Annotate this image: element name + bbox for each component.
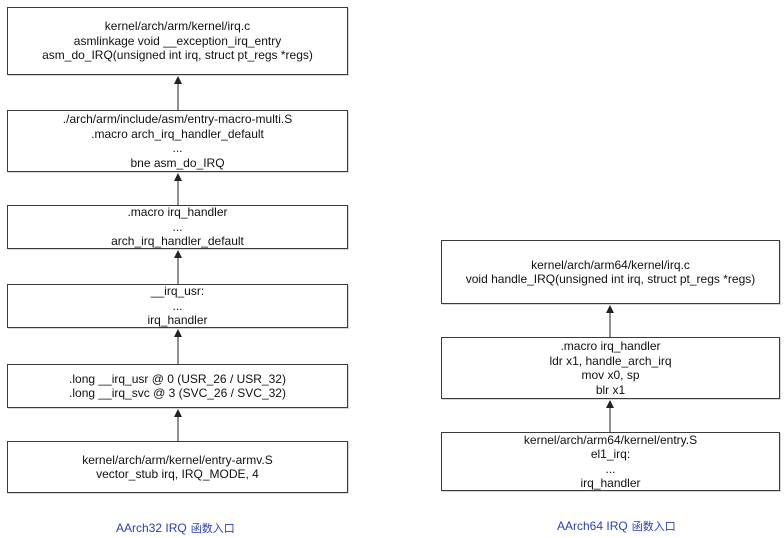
- caption-label: AArch64 IRQ: [557, 519, 628, 533]
- caption-label: AArch32 IRQ: [116, 521, 187, 535]
- box-line: kernel/arch/arm64/kernel/irq.c: [531, 257, 690, 272]
- box-line: .macro irq_handler: [127, 205, 228, 220]
- aarch32-box-irq-usr: __irq_usr: ... irq_handler: [7, 284, 348, 328]
- box-line: void handle_IRQ(unsigned int irq, struct…: [465, 272, 756, 286]
- aarch64-box-entry-s: kernel/arch/arm64/kernel/entry.S el1_irq…: [441, 432, 780, 491]
- box-line: .macro arch_irq_handler_default: [91, 126, 264, 141]
- box-line: irq_handler: [580, 476, 641, 490]
- aarch64-box-irq-c: kernel/arch/arm64/kernel/irq.c void hand…: [441, 240, 780, 304]
- caption-cjk: 函数入口: [631, 520, 676, 533]
- box-line: ...: [605, 461, 616, 476]
- box-line: ...: [172, 219, 183, 234]
- box-line: .macro irq_handler: [560, 339, 661, 353]
- box-line: irq_handler: [147, 313, 208, 328]
- box-line: el1_irq:: [590, 447, 631, 461]
- box-line: kernel/arch/arm64/kernel/entry.S: [523, 432, 698, 447]
- box-line: kernel/arch/arm/kernel/entry-armv.S: [82, 452, 273, 467]
- box-line: ...: [172, 298, 183, 313]
- aarch32-box-irq-c: kernel/arch/arm/kernel/irq.c asmlinkage …: [7, 7, 348, 75]
- aarch32-box-entry-macro-multi: ./arch/arm/include/asm/entry-macro-multi…: [7, 110, 348, 172]
- box-line: asmlinkage void __exception_irq_entry: [73, 33, 282, 48]
- box-line: vector_stub irq, IRQ_MODE, 4: [96, 467, 259, 481]
- caption-cjk: 函数入口: [190, 522, 235, 535]
- box-line: __irq_usr:: [150, 284, 205, 299]
- box-line: asm_do_IRQ(unsigned int irq, struct pt_r…: [42, 48, 313, 63]
- aarch64-box-irq-handler-macro: .macro irq_handler ldr x1, handle_arch_i…: [441, 337, 780, 399]
- box-line: mov x0, sp: [581, 368, 640, 382]
- box-line: ./arch/arm/include/asm/entry-macro-multi…: [62, 112, 293, 126]
- box-line: kernel/arch/arm/kernel/irq.c: [104, 19, 251, 34]
- box-line: .long __irq_svc @ 3 (SVC_26 / SVC_32): [69, 386, 286, 400]
- box-line: ...: [172, 141, 183, 155]
- aarch32-box-entry-armv: kernel/arch/arm/kernel/entry-armv.S vect…: [7, 441, 348, 493]
- box-line: blr x1: [595, 382, 626, 397]
- box-line: ldr x1, handle_arch_irq: [549, 353, 672, 368]
- box-line: bne asm_do_IRQ: [130, 155, 225, 170]
- aarch32-box-irq-handler-macro: .macro irq_handler ... arch_irq_handler_…: [7, 205, 348, 249]
- box-line: arch_irq_handler_default: [111, 234, 244, 249]
- box-line: .long __irq_usr @ 0 (USR_26 / USR_32): [69, 371, 286, 386]
- aarch32-box-vector-table: .long __irq_usr @ 0 (USR_26 / USR_32) .l…: [7, 364, 348, 408]
